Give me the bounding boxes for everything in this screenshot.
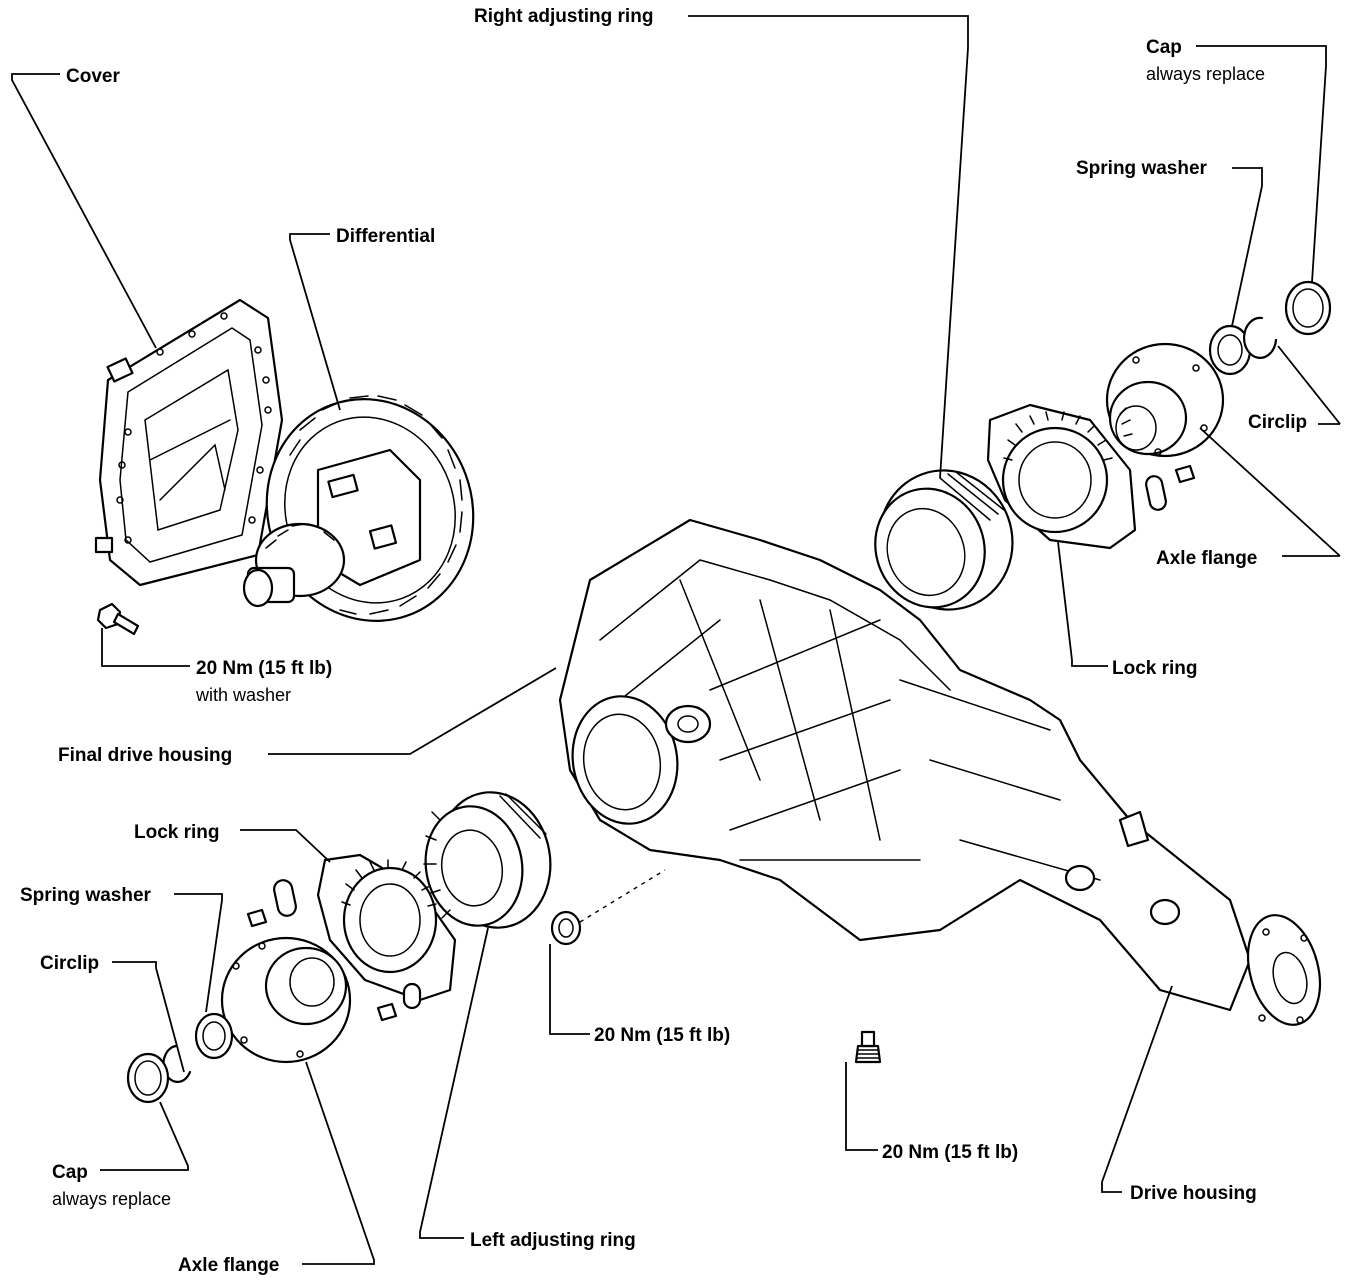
label-torque-plug-left: 20 Nm (15 ft lb) — [594, 1025, 730, 1046]
label-final-drive-housing: Final drive housing — [58, 745, 232, 766]
label-cap-top-note: always replace — [1146, 64, 1265, 84]
label-drive-housing: Drive housing — [1130, 1183, 1257, 1204]
label-spring-washer-left: Spring washer — [20, 885, 152, 906]
left-cap-part — [126, 1052, 170, 1104]
right-lock-ring-part — [986, 403, 1196, 550]
label-lock-ring-right: Lock ring — [1112, 658, 1198, 679]
label-circlip-right: Circlip — [1248, 412, 1307, 433]
label-cover: Cover — [66, 66, 120, 87]
left-plug-part — [550, 910, 582, 946]
leader-lines — [11, 15, 1341, 1265]
cover-part — [94, 298, 284, 587]
label-left-adjusting-ring: Left adjusting ring — [470, 1230, 636, 1251]
right-adjusting-ring-part — [874, 469, 1014, 611]
plug-dashed-axis — [579, 869, 666, 923]
left-lock-ring-part — [246, 853, 457, 1022]
final-drive-housing-part — [558, 518, 1321, 1026]
label-cap-bottom: Cap — [52, 1162, 88, 1183]
label-differential: Differential — [336, 226, 435, 247]
label-cap-top: Cap — [1146, 37, 1182, 58]
bottom-plug-part — [854, 1030, 882, 1064]
left-axle-flange-part — [220, 936, 352, 1064]
label-cap-bottom-note: always replace — [52, 1189, 171, 1209]
label-torque-cover-note: with washer — [195, 685, 291, 705]
differential-part — [242, 395, 475, 622]
left-adjusting-ring-part — [423, 791, 552, 929]
label-lock-ring-left: Lock ring — [134, 822, 220, 843]
label-circlip-left: Circlip — [40, 953, 99, 974]
right-cap-part — [1284, 280, 1332, 336]
left-spring-washer-part — [194, 1012, 234, 1060]
right-axle-flange-part — [1105, 342, 1225, 458]
label-axle-flange-right: Axle flange — [1156, 548, 1257, 569]
label-spring-washer-top: Spring washer — [1076, 158, 1208, 179]
label-axle-flange-left: Axle flange — [178, 1255, 279, 1276]
cover-bolt — [96, 602, 140, 636]
label-torque-cover: 20 Nm (15 ft lb) — [196, 658, 332, 679]
label-right-adjusting-ring: Right adjusting ring — [474, 6, 653, 27]
right-circlip-part — [1243, 316, 1278, 359]
label-torque-plug-bottom: 20 Nm (15 ft lb) — [882, 1142, 1018, 1163]
